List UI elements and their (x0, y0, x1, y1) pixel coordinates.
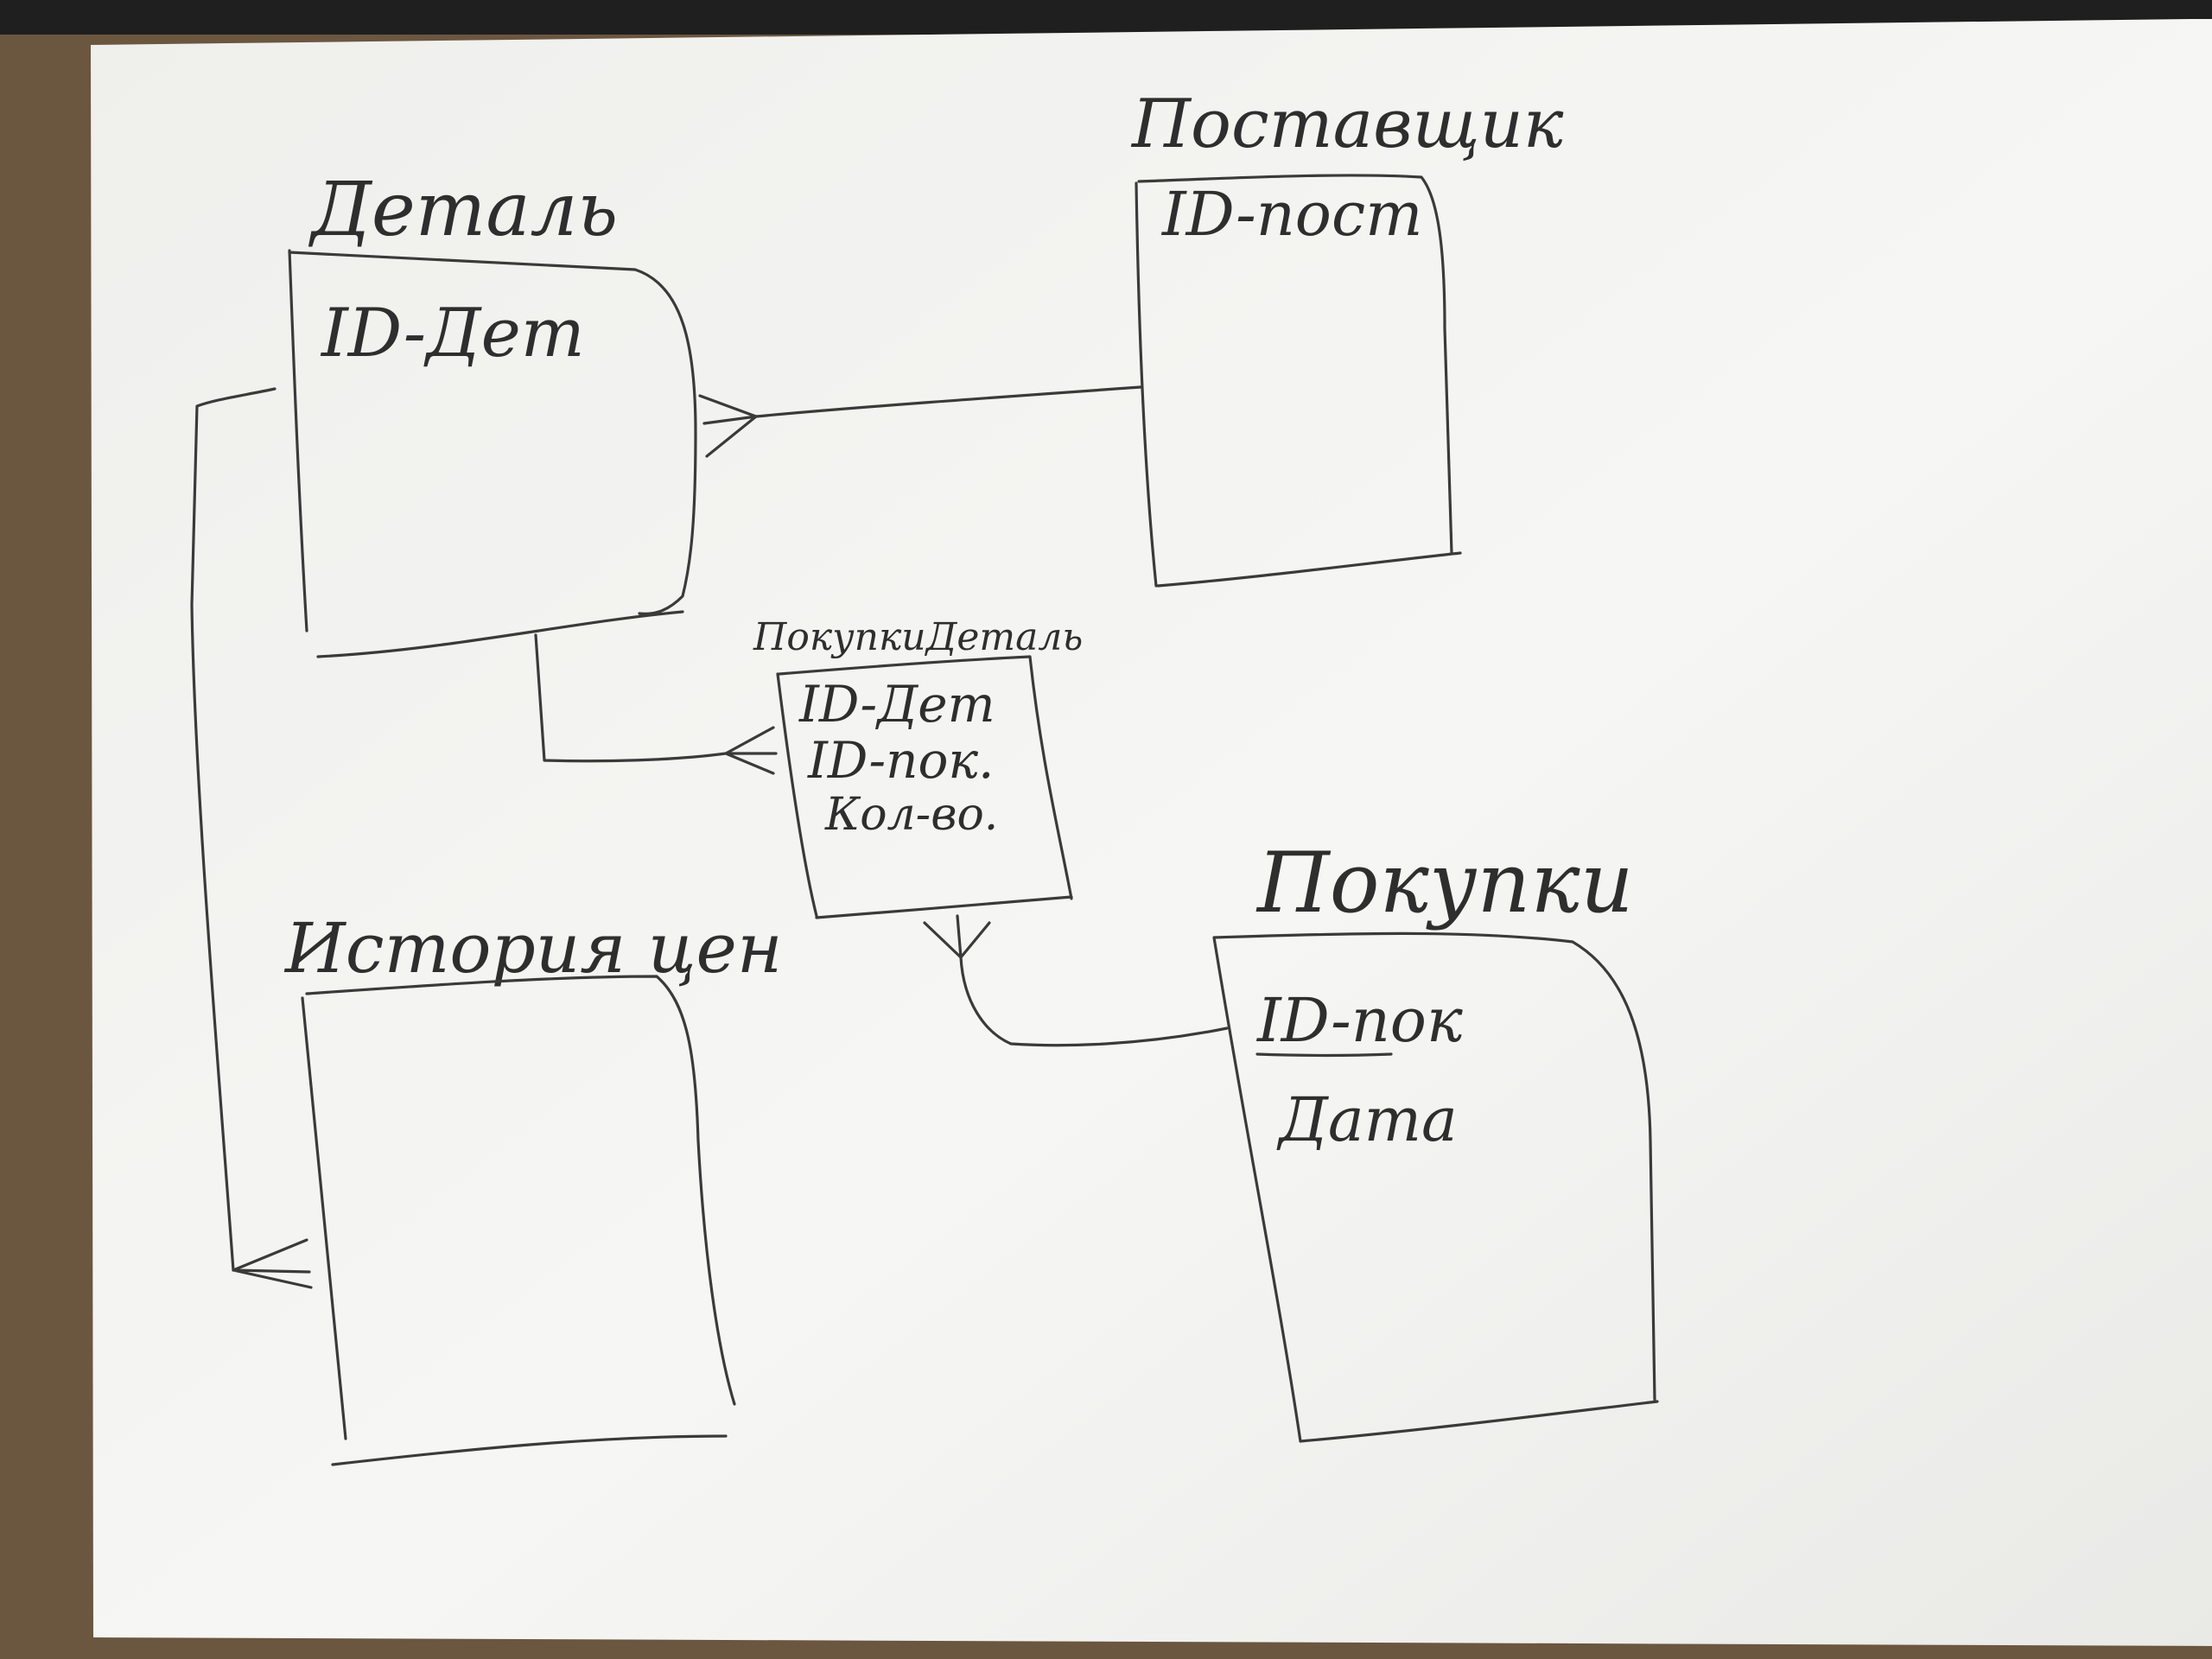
relationship-line-detal-pokupki-detal (534, 633, 728, 763)
relationship-pokupki-pokupki-detal (923, 914, 1229, 1047)
crows-foot-pokupki-detal-bottom (923, 914, 991, 959)
entity-box-pokupki-detal (776, 655, 1073, 919)
crows-foot-detal (698, 394, 758, 458)
entity-title-pokupki-detal: ПокупкиДеталь (753, 615, 1083, 659)
entity-postavshik: Поставщик ID-пост (1130, 86, 1564, 588)
entity-title-postavshik: Поставщик (1130, 86, 1564, 163)
entity-title-pokupki: Покупки (1255, 835, 1634, 931)
relationship-line-detal-istoriya (190, 387, 276, 1272)
relationship-postavshik-detal (698, 385, 1142, 458)
entity-field-postavshik-id: ID-пост (1160, 179, 1423, 250)
entity-field-pokupki-detal-id-det: ID-Дет (798, 675, 995, 734)
entity-box-detal (288, 249, 697, 658)
crows-foot-istoriya (232, 1238, 313, 1289)
entity-field-detal-id: ID-Дет (320, 295, 585, 372)
relationship-detal-istoriya (190, 387, 313, 1289)
entity-istoriya: История цен (283, 908, 783, 1466)
entity-pokupki: Покупки ID-пок Дата (1212, 835, 1659, 1443)
entity-field-pokupki-date: Дата (1276, 1084, 1458, 1155)
entity-title-detal: Деталь (308, 167, 618, 253)
primary-key-underline-pokupki (1255, 1052, 1393, 1058)
entity-box-pokupki (1212, 931, 1659, 1443)
entity-field-pokupki-id: ID-пок (1255, 985, 1463, 1056)
relationship-line-pokupki-pokupki-detal (959, 956, 1229, 1047)
crows-foot-pokupki-detal-left (724, 726, 778, 775)
entity-title-istoriya: История цен (283, 908, 783, 988)
entity-box-istoriya (301, 975, 736, 1466)
entity-detal: Деталь ID-Дет (288, 167, 697, 658)
relationship-line-postavshik-detal (754, 385, 1142, 418)
entity-pokupki-detal: ПокупкиДеталь ID-Дет ID-пок. Кол-во. (753, 615, 1083, 919)
relationship-detal-pokupki-detal (534, 633, 778, 775)
entity-field-pokupki-detal-id-pok: ID-пок. (807, 731, 994, 790)
entity-field-pokupki-detal-kolvo: Кол-во. (824, 789, 998, 841)
paper-sheet (91, 19, 2212, 1646)
entity-box-postavshik (1135, 174, 1462, 588)
